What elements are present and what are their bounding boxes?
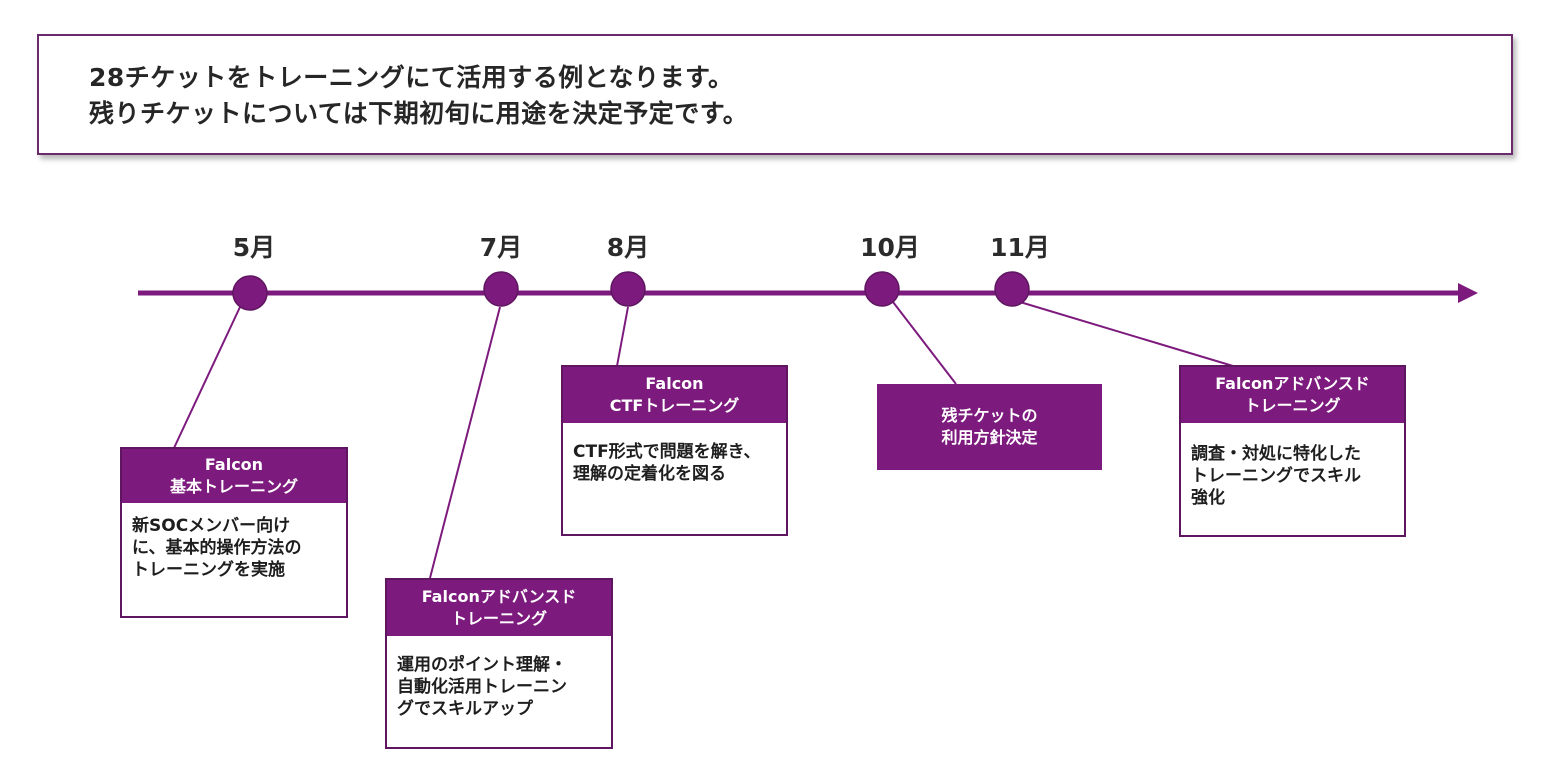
card-nov-title-2: トレーニング bbox=[1244, 396, 1341, 415]
card-jul-title-2: トレーニング bbox=[450, 609, 547, 628]
connector-aug bbox=[616, 306, 629, 367]
card-jul-body-line: 自動化活用トレーニン bbox=[397, 677, 567, 697]
milestone-node-oct bbox=[864, 271, 900, 307]
card-aug-ctf-training: Falcon CTFトレーニング CTF形式で問題を解き、 理解の定着化を図る bbox=[561, 365, 788, 536]
card-jul-header: Falconアドバンスド トレーニング bbox=[387, 580, 611, 636]
card-may-header: Falcon 基本トレーニング bbox=[122, 449, 346, 503]
card-oct-policy-decision: 残チケットの 利用方針決定 bbox=[877, 384, 1102, 470]
card-nov-body-line: 強化 bbox=[1191, 488, 1225, 508]
summary-box: 28チケットをトレーニングにて活用する例となります。 残りチケットについては下期… bbox=[37, 34, 1513, 155]
card-may-body-line: 新SOCメンバー向け bbox=[132, 516, 291, 536]
card-aug-title-2: CTFトレーニング bbox=[609, 396, 740, 415]
card-aug-title-1: Falcon bbox=[645, 374, 704, 393]
card-aug-body: CTF形式で問題を解き、 理解の定着化を図る bbox=[563, 423, 786, 485]
card-may-body-line: に、基本的操作方法の bbox=[132, 538, 302, 558]
card-oct-title-1: 残チケットの bbox=[941, 406, 1038, 425]
card-nov-body-line: 調査・対処に特化した bbox=[1191, 444, 1361, 464]
connector-jul bbox=[429, 306, 501, 579]
milestone-node-nov bbox=[994, 271, 1030, 307]
month-label-aug: 8月 bbox=[606, 233, 650, 262]
card-may-title-1: Falcon bbox=[204, 455, 264, 474]
card-aug-header: Falcon CTFトレーニング bbox=[563, 367, 786, 423]
milestone-node-aug bbox=[610, 271, 646, 307]
card-may-body: 新SOCメンバー向け に、基本的操作方法の トレーニングを実施 bbox=[122, 503, 346, 581]
card-nov-header: Falconアドバンスド トレーニング bbox=[1181, 367, 1404, 423]
card-jul-body-line: グでスキルアップ bbox=[397, 699, 533, 719]
card-jul-advanced-training: Falconアドバンスド トレーニング 運用のポイント理解・ 自動化活用トレーニ… bbox=[385, 578, 613, 749]
card-oct-title-2: 利用方針決定 bbox=[941, 428, 1038, 447]
milestone-node-may bbox=[232, 275, 268, 311]
card-jul-title-1: Falconアドバンスド bbox=[421, 587, 577, 606]
milestone-node-jul bbox=[483, 271, 519, 307]
card-aug-body-line: CTF形式で問題を解き、 bbox=[573, 442, 761, 462]
card-nov-body: 調査・対処に特化した トレーニングでスキル 強化 bbox=[1181, 423, 1404, 509]
timeline-arrowhead bbox=[1458, 283, 1478, 303]
connector-oct bbox=[892, 301, 957, 385]
card-may-title-2: 基本トレーニング bbox=[169, 477, 298, 496]
connector-may bbox=[173, 306, 241, 449]
card-nov-title-1: Falconアドバンスド bbox=[1215, 374, 1370, 393]
card-aug-body-line: 理解の定着化を図る bbox=[573, 464, 726, 484]
summary-line-1: 28チケットをトレーニングにて活用する例となります。 bbox=[89, 63, 734, 92]
card-nov-body-line: トレーニングでスキル bbox=[1191, 466, 1361, 486]
card-nov-advanced-training: Falconアドバンスド トレーニング 調査・対処に特化した トレーニングでスキ… bbox=[1179, 365, 1406, 537]
month-label-nov: 11月 bbox=[990, 233, 1050, 262]
month-label-oct: 10月 bbox=[860, 233, 920, 262]
card-may-basic-training: Falcon 基本トレーニング 新SOCメンバー向け に、基本的操作方法の トレ… bbox=[120, 447, 348, 618]
card-jul-body: 運用のポイント理解・ 自動化活用トレーニン グでスキルアップ bbox=[387, 636, 611, 720]
summary-line-2: 残りチケットについては下期初旬に用途を決定予定です。 bbox=[89, 99, 749, 128]
card-jul-body-line: 運用のポイント理解・ bbox=[397, 655, 567, 675]
card-may-body-line: トレーニングを実施 bbox=[132, 560, 285, 580]
month-label-may: 5月 bbox=[232, 233, 276, 262]
month-label-jul: 7月 bbox=[479, 233, 523, 262]
connector-nov bbox=[1019, 301, 1234, 367]
